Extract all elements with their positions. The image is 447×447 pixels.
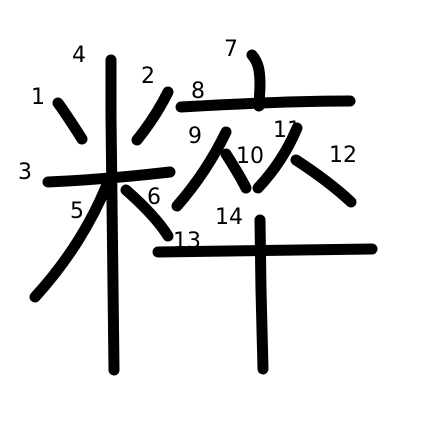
stroke-7	[246, 49, 266, 112]
stroke-10	[220, 148, 252, 194]
stroke-number-2: 2	[141, 64, 155, 89]
stroke-number-6: 6	[147, 185, 161, 210]
stroke-9	[171, 126, 232, 212]
stroke-number-3: 3	[18, 160, 32, 185]
stroke-number-9: 9	[188, 124, 202, 149]
stroke-6	[120, 184, 174, 242]
stroke-number-13: 13	[173, 229, 201, 254]
stroke-11	[252, 122, 303, 194]
stroke-14	[254, 214, 269, 375]
stroke-number-labels: 1 2 3 4 5 6 7 8 9 10 11 12 13 14	[18, 37, 357, 254]
stroke-number-8: 8	[191, 79, 205, 104]
stroke-1	[52, 97, 88, 145]
stroke-number-11: 11	[273, 118, 301, 143]
stroke-number-12: 12	[329, 143, 357, 168]
stroke-8	[175, 95, 356, 113]
stroke-5	[29, 176, 114, 303]
stroke-number-1: 1	[31, 85, 45, 110]
stroke-4	[105, 54, 120, 376]
stroke-number-4: 4	[72, 43, 86, 68]
stroke-paths	[29, 49, 378, 376]
stroke-number-5: 5	[70, 199, 84, 224]
stroke-number-10: 10	[236, 144, 264, 169]
stroke-number-14: 14	[215, 205, 243, 230]
stroke-2	[131, 86, 174, 146]
stroke-12	[290, 154, 357, 208]
stroke-number-7: 7	[224, 37, 238, 62]
